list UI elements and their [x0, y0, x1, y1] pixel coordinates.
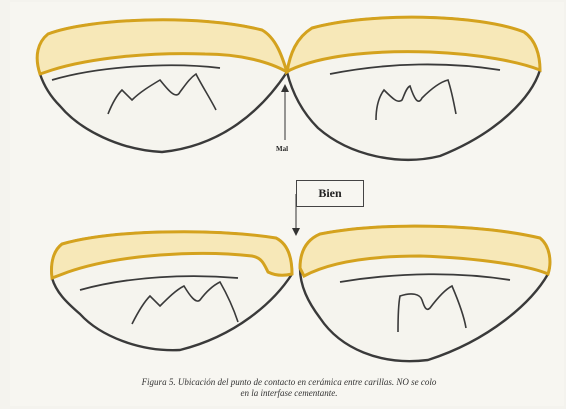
wrong-label: Mal	[276, 145, 288, 153]
bottom-left-tooth	[51, 232, 292, 350]
caption-line-1: Figura 5. Ubicación del punto de contact…	[14, 377, 564, 388]
figure-caption: Figura 5. Ubicación del punto de contact…	[14, 377, 564, 399]
top-left-tooth	[37, 20, 287, 152]
right-label: Bien	[318, 186, 341, 201]
mal-arrow	[281, 84, 289, 140]
right-label-box: Bien	[296, 180, 364, 207]
bottom-right-tooth	[300, 226, 550, 361]
caption-line-2: en la interfase cementante.	[14, 388, 564, 399]
top-right-tooth	[287, 17, 540, 160]
